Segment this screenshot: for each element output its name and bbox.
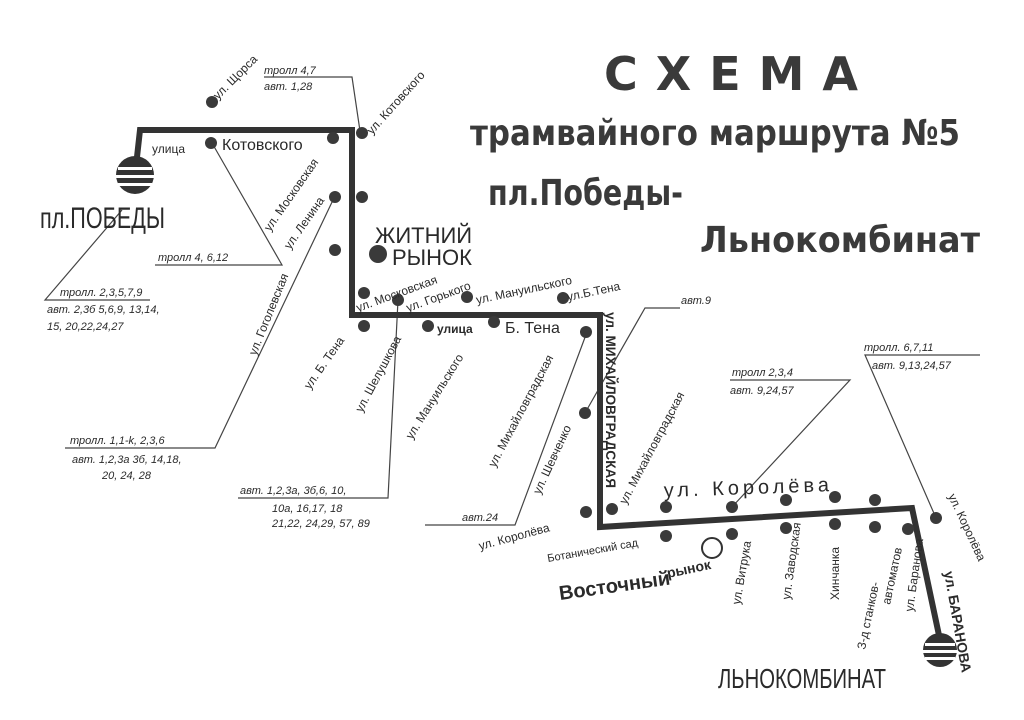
street-korolyova: ул. Королёва (663, 474, 833, 502)
transfer-avt24: авт.24 (462, 512, 498, 524)
transfer-shel-bus: авт. 1,2,3а, 3б,6, 10, (240, 485, 346, 497)
stop-stankov-line1: З-д станков- (854, 581, 882, 651)
stop-zavodskaya: ул. Заводская (779, 522, 804, 601)
zhitniy-label-1: ЖИТНИЙ (375, 223, 472, 248)
transfer-gogol-troll: тролл. 1,1-k, 2,3,6 (70, 435, 165, 447)
street-mikhailovgradskaya: ул. МИХАЙЛОВГРАДСКАЯ (603, 312, 620, 488)
street-ulitsa-2: улица (437, 322, 473, 336)
transfer-avt9: авт.9 (681, 295, 711, 307)
transfer-baranova-troll: тролл. 6,7,11 (864, 342, 933, 354)
stop-kotovskogo: ул. Котовского (364, 68, 428, 137)
transfer-pobedy-bus-2: 15, 20,22,24,27 (47, 321, 124, 333)
stop-shelushkova: ул. Шелушкова (352, 333, 404, 414)
stop-b-tena-1: ул.Б.Тена (566, 279, 622, 304)
title-line4: Льнокомбинат (700, 220, 980, 261)
stop-vitruka: ул. Витрука (729, 539, 754, 605)
transfer-notes: тролл 4,7 авт. 1,28 тролл 4, 6,12 тролл.… (47, 65, 952, 530)
transfer-pobedy-bus: авт. 2,3б 5,6,9, 13,14, (47, 304, 160, 316)
stop-shevchenko: ул. Шевченко (530, 423, 574, 497)
transfer-gogol-bus-2: 20, 24, 28 (101, 470, 152, 482)
transfer-shel-bus-3: 21,22, 24,29, 57, 89 (271, 518, 370, 530)
transfer-shel-bus-2: 10а, 16,17, 18 (272, 503, 343, 515)
vostochny-label-1: Восточный (558, 568, 672, 605)
title-line3: пл.Победы- (488, 173, 683, 214)
stop-manuilskogo-2: ул. Мануильского (403, 351, 467, 441)
zhitniy-label-2: РЫНОК (392, 245, 472, 270)
terminal-lnokombinat-icon (923, 633, 957, 667)
map-title: СХЕМА трамвайного маршрута №5 пл.Победы-… (470, 47, 980, 261)
stop-shchorsa: ул. Щорса (210, 52, 260, 102)
vostochny-label-2: рынок (665, 556, 713, 581)
stop-baranova: ул. Баранова (902, 537, 926, 612)
stop-dots (205, 96, 942, 542)
street-kotovskogo: Котовского (222, 137, 303, 154)
transfer-kotovskogo-bus: авт. 1,28 (264, 81, 313, 93)
street-b-tena: Б. Тена (505, 320, 560, 337)
terminal-lnokombinat-label: ЛЬНОКОМБИНАТ (718, 663, 886, 694)
transfer-korolyova-bus: авт. 9,24,57 (730, 385, 794, 397)
callout-lines (43, 76, 980, 526)
title-line2: трамвайного маршрута №5 (470, 113, 960, 154)
terminal-pobedy-label: пл.ПОБЕДЫ (40, 202, 165, 235)
botanic-label: Ботанический сад (546, 537, 639, 565)
stop-mikhailovgradskaya-1: ул. Михайловградская (485, 353, 556, 470)
transfer-korolyova-troll: тролл 2,3,4 (732, 367, 793, 379)
stop-b-tena-2: ул. Б. Тена (301, 334, 347, 392)
street-ulitsa-1: улица (152, 142, 185, 156)
stop-khinchanka: Хинчанка (828, 547, 842, 600)
transfer-baranova-bus: авт. 9,13,24,57 (872, 360, 952, 372)
tram-route-line (132, 127, 943, 641)
transfer-gogol-bus: авт. 1,2,3а 3б, 14,18, (72, 454, 182, 466)
stop-gogolevskaya: ул. Гоголевская (246, 271, 292, 357)
stop-korolyova-2: ул. Королёва (945, 491, 989, 563)
transfer-pobedy-troll: тролл. 2,3,5,7,9 (60, 287, 142, 299)
stop-stankov-line2: автоматов (879, 546, 905, 606)
transfer-kotovskogo-troll: тролл 4,7 (264, 65, 317, 77)
title-line1: СХЕМА (604, 47, 876, 101)
transfer-troll-4-6-12: тролл 4, 6,12 (158, 252, 228, 264)
terminal-pobedy-icon (116, 156, 154, 194)
vostochny-market-icon (701, 537, 723, 559)
